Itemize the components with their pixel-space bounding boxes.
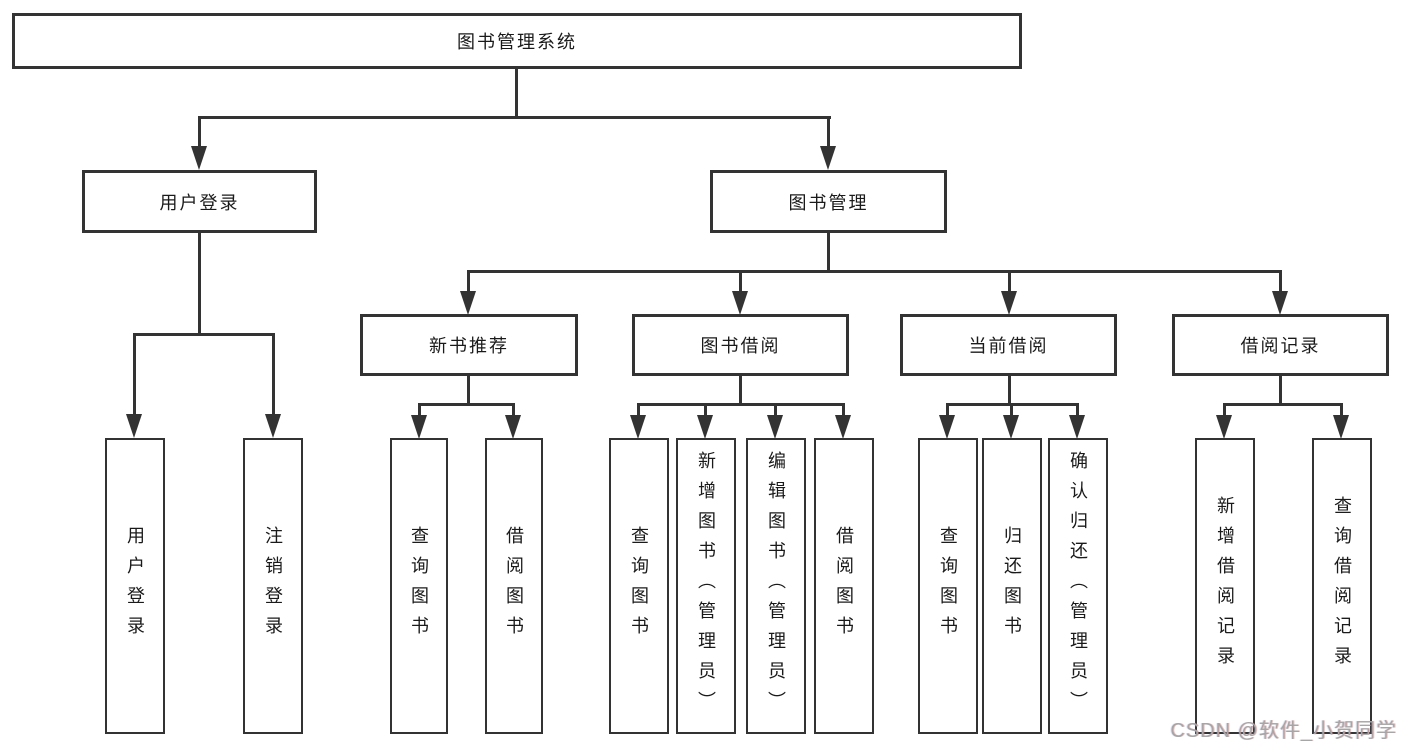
line xyxy=(467,270,1282,273)
arrowhead-down-icon xyxy=(411,415,427,439)
line xyxy=(198,116,831,119)
line xyxy=(198,116,201,148)
node-borrow-record: 借阅记录 xyxy=(1172,314,1389,376)
line xyxy=(272,333,275,416)
leaf-cb-confirm-return-admin: 确认归还（管理员） xyxy=(1048,438,1108,734)
node-new-book-recommend: 新书推荐 xyxy=(360,314,578,376)
leaf-bb-add-book-admin: 新增图书（管理员） xyxy=(676,438,736,734)
line xyxy=(467,376,470,405)
csdn-watermark: CSDN @软件_小贺同学 xyxy=(1170,720,1397,742)
line xyxy=(1279,270,1282,293)
line xyxy=(515,68,518,118)
leaf-br-add-record: 新增借阅记录 xyxy=(1195,438,1255,734)
line xyxy=(1076,403,1079,417)
arrowhead-down-icon xyxy=(1003,415,1019,439)
node-current-borrow: 当前借阅 xyxy=(900,314,1117,376)
line xyxy=(1223,403,1343,406)
line xyxy=(512,403,515,417)
line xyxy=(467,270,470,293)
line xyxy=(1279,376,1282,405)
leaf-bb-edit-book-admin: 编辑图书（管理员） xyxy=(746,438,806,734)
leaf-bb-borrow-book: 借阅图书 xyxy=(814,438,874,734)
arrowhead-down-icon xyxy=(505,415,521,439)
line xyxy=(133,333,275,336)
arrowhead-down-icon xyxy=(697,415,713,439)
arrowhead-down-icon xyxy=(460,291,476,315)
arrowhead-down-icon xyxy=(1272,291,1288,315)
arrowhead-down-icon xyxy=(265,414,281,438)
leaf-nbr-borrow-book: 借阅图书 xyxy=(485,438,543,734)
line xyxy=(637,403,640,417)
line xyxy=(827,233,830,273)
line xyxy=(637,403,845,406)
line xyxy=(774,403,777,417)
line xyxy=(827,116,830,148)
arrowhead-down-icon xyxy=(939,415,955,439)
arrowhead-down-icon xyxy=(1333,415,1349,439)
leaf-cb-query-book: 查询图书 xyxy=(918,438,978,734)
node-book-management: 图书管理 xyxy=(710,170,947,233)
line xyxy=(946,403,949,417)
arrowhead-down-icon xyxy=(191,146,207,170)
arrowhead-down-icon xyxy=(126,414,142,438)
leaf-nbr-query-book: 查询图书 xyxy=(390,438,448,734)
line xyxy=(1008,270,1011,293)
leaf-cb-return-book: 归还图书 xyxy=(982,438,1042,734)
line xyxy=(133,333,136,416)
arrowhead-down-icon xyxy=(1216,415,1232,439)
arrowhead-down-icon xyxy=(630,415,646,439)
line xyxy=(739,376,742,405)
node-book-borrow: 图书借阅 xyxy=(632,314,849,376)
leaf-br-query-record: 查询借阅记录 xyxy=(1312,438,1372,734)
leaf-user-login: 用户登录 xyxy=(105,438,165,734)
node-user-login: 用户登录 xyxy=(82,170,317,233)
arrowhead-down-icon xyxy=(835,415,851,439)
line xyxy=(418,403,421,417)
line xyxy=(1008,376,1011,405)
line xyxy=(739,270,742,293)
leaf-bb-query-book: 查询图书 xyxy=(609,438,669,734)
arrowhead-down-icon xyxy=(732,291,748,315)
arrowhead-down-icon xyxy=(767,415,783,439)
line xyxy=(198,233,201,335)
leaf-logout: 注销登录 xyxy=(243,438,303,734)
line xyxy=(1340,403,1343,417)
line xyxy=(1223,403,1226,417)
line xyxy=(704,403,707,417)
arrowhead-down-icon xyxy=(1001,291,1017,315)
node-root: 图书管理系统 xyxy=(12,13,1022,69)
arrowhead-down-icon xyxy=(820,146,836,170)
arrowhead-down-icon xyxy=(1069,415,1085,439)
line xyxy=(842,403,845,417)
line xyxy=(1010,403,1013,417)
line xyxy=(418,403,515,406)
